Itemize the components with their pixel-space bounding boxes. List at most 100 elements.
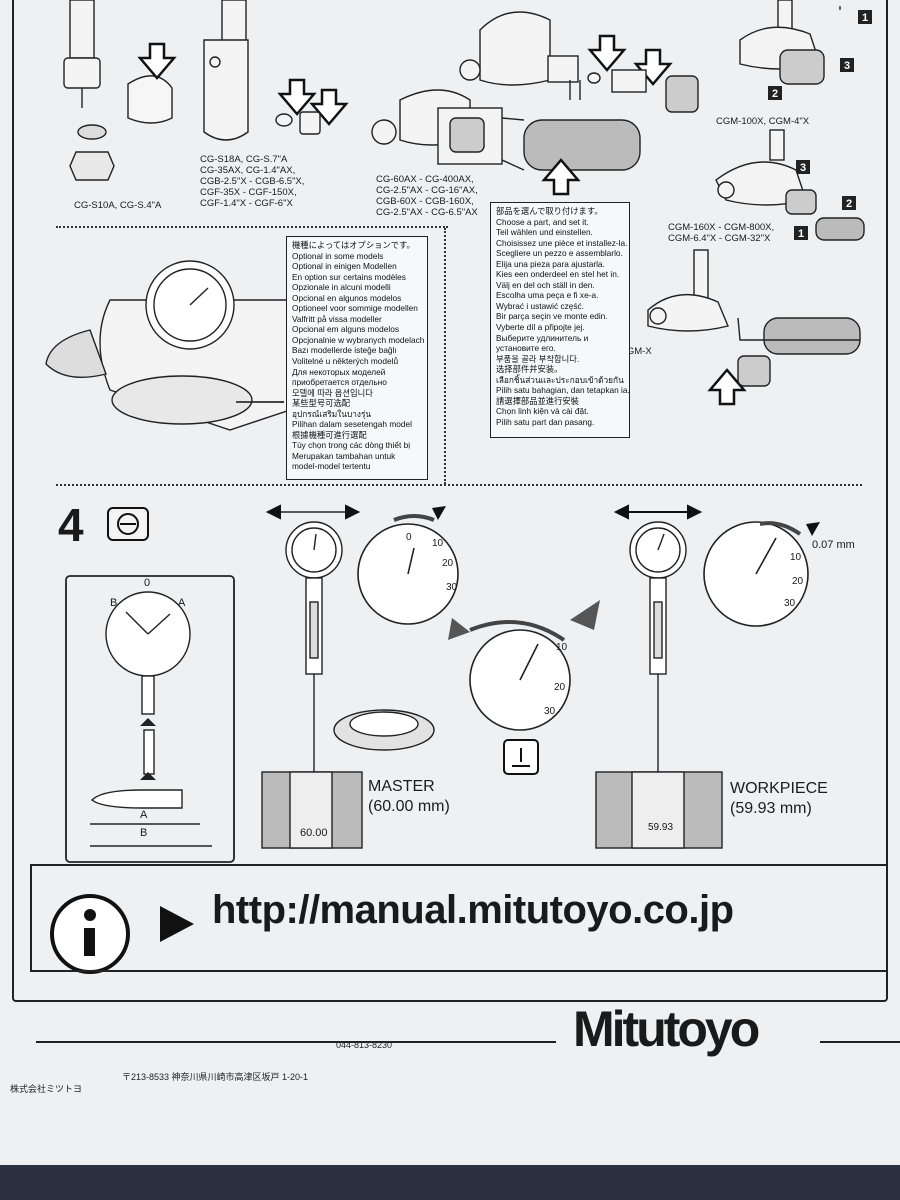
optional-line: Opzionale in alcuni modelli [292,282,391,293]
dial-zero-label: 0 [144,577,151,589]
svg-text:2: 2 [772,88,778,100]
choose-part-box: 部品を選んで取り付けます。 Choose a part, and set it.… [490,202,630,438]
model-label-cg-60ax: CG-60AX - CG-400AX, CG-2.5"AX - CG-16"AX… [376,174,478,218]
dial-mark-10: 10 [790,552,802,563]
optional-line: Для некоторых моделей [292,366,386,377]
optional-line: Tùy chọn trong các dòng thiết bị [292,440,411,451]
arrow-pointer-icon [432,506,820,536]
optional-line: Optional in some models [292,250,384,261]
info-frame [30,864,888,972]
optional-line: приобретается отдельно [292,377,387,388]
dotted-divider-upper [56,226,448,228]
choose-part-line: 부품을 골라 부착합니다. [496,353,580,364]
dial-mark-30: 30 [784,598,796,609]
dial-icon [357,521,809,731]
dial-mark-20: 20 [554,682,566,693]
dotted-divider-vertical [444,228,446,484]
choose-part-line: Escolha uma peça e fi xe-a. [496,290,599,301]
model-label-cgm-100x: CGM-100X, CGM-4"X [716,116,810,127]
reading-value: 0.07 mm [812,539,855,551]
optional-line: Opcional en algunos modelos [292,292,402,303]
choose-part-line: Wybrać i ustawić część. [496,300,584,311]
choose-part-line: Välj en del och ställ in den. [496,279,595,290]
choose-part-line: Pilih satu bahagian, dan tetapkan ia. [496,385,630,396]
company-address: 〒213-8533 神奈川県川崎市高津区坂戸 1-20-1 [122,1072,309,1082]
arrow-down-icon [137,34,673,126]
page-border [12,0,888,1002]
choose-part-line: 請選擇部品並進行安裝 [496,395,579,406]
bore-gauge-icon [65,575,235,863]
svg-text:1: 1 [862,12,868,24]
brand-logo: Mitutoyo [573,1001,760,1057]
choose-part-line: Choose a part, and set it. [496,216,589,227]
optional-line: Bazı modellerde isteğe bağlı [292,345,397,356]
model-label-cg-s18a: CG-S18A, CG-S.7"A CG-35AX, CG-1.4"AX, CG… [200,154,305,209]
optional-line: อุปกรณ์เสริมในบางรุ่น [292,408,372,419]
optional-line: Volitelné u některých modelů [292,356,399,367]
master-dimension: 60.00 [300,827,328,839]
play-arrow-icon [160,906,194,942]
choose-part-line: เลือกชิ้นส่วนและประกอบเข้าด้วยกัน [496,374,624,385]
optional-line: Optional in einigen Modellen [292,261,397,272]
cgm-160x-illustration [715,129,865,241]
optional-line: 모델에 따라 옵션입니다 [292,387,373,398]
step4-icon [107,507,149,541]
direction-b-label: B [110,597,118,609]
optional-models-box: 機種によってはオプションです。 Optional in some models … [286,236,428,480]
optional-line: Valfritt på vissa modeller [292,313,382,324]
dial-mark-10: 10 [432,538,444,549]
instruction-sheet: 1 3 2 3 2 1 [0,0,900,1165]
choose-part-line: Vyberte díl a připojte jej. [496,322,585,333]
arrow-up-icon [541,158,747,406]
svg-text:2: 2 [846,198,852,210]
model-label-cg-s10a: CG-S10A, CG-S.4"A [74,200,162,211]
step-number: 4 [58,499,84,551]
model-label-cgm-x: CGM-X [620,346,652,357]
cg-s10a-illustration [63,0,173,181]
workpiece-label: WORKPIECE [730,780,828,797]
direction-a-label: A [178,597,186,609]
dial-mark-20: 20 [442,558,454,569]
optional-line: Opcjonalnie w wybranych modelach [292,334,425,345]
workpiece-gauge-illustration [595,521,723,849]
choose-part-line: Kies een onderdeel en stel het in. [496,269,620,280]
svg-text:1: 1 [798,228,804,240]
company-phone: 044-813-8230 [336,1040,393,1050]
optional-line: model-model tertentu [292,461,371,472]
dial-mark-0: 0 [406,532,412,543]
svg-text:3: 3 [800,162,806,174]
choose-part-line: 选择部件并安装。 [496,364,563,375]
choose-part-line: Choisissez une pièce et installez-la. [496,237,628,248]
master-label: MASTER [368,778,435,795]
master-gauge-illustration [261,511,435,849]
dial-mark-20: 20 [792,576,804,587]
master-size: (60.00 mm) [368,798,450,815]
dotted-divider-lower [56,484,862,486]
workpiece-dimension: 59.93 [648,822,674,833]
optional-line: 機種によってはオプションです。 [292,240,415,250]
cg-60ax-illustration [371,11,699,171]
optional-line: Opcional em alguns modelos [292,324,399,335]
cg-s18a-illustration [203,0,321,141]
choose-part-line: Elija una pieza para ajustarla. [496,258,605,269]
dial-mark-30: 30 [446,582,458,593]
optional-line: Pilihan dalam sesetengah model [292,419,412,430]
dial-mark-30: 30 [544,706,556,717]
choose-part-line: Scegliere un pezzo e assemblarlo. [496,248,623,259]
manual-url-link[interactable]: http://manual.mitutoyo.co.jp [212,888,734,932]
optional-line: En option sur certains modèles [292,271,406,282]
choose-part-line: Bir parça seçin ve monte edin. [496,311,608,322]
choose-part-line: Pilih satu part dan pasang. [496,416,595,427]
optional-line: Optioneel voor sommige modellen [292,303,418,314]
optional-line: 根據機種可進行選配 [292,429,367,440]
dimension-b-label: B [140,827,148,839]
choose-part-line: Teil wählen und einstellen. [496,227,593,238]
cgm-100x-illustration [739,0,841,85]
model-label-cgm-160x: CGM-160X - CGM-800X, CGM-6.4"X - CGM-32"… [668,222,775,244]
zero-set-icon [503,739,539,775]
choose-part-line: Chọn linh kiện và cài đặt. [496,406,589,417]
svg-text:3: 3 [844,60,850,72]
company-name: 株式会社ミツトヨ [10,1084,83,1094]
dial-mark-10: 10 [556,642,568,653]
optional-line: 某些型号可选配 [292,398,351,409]
